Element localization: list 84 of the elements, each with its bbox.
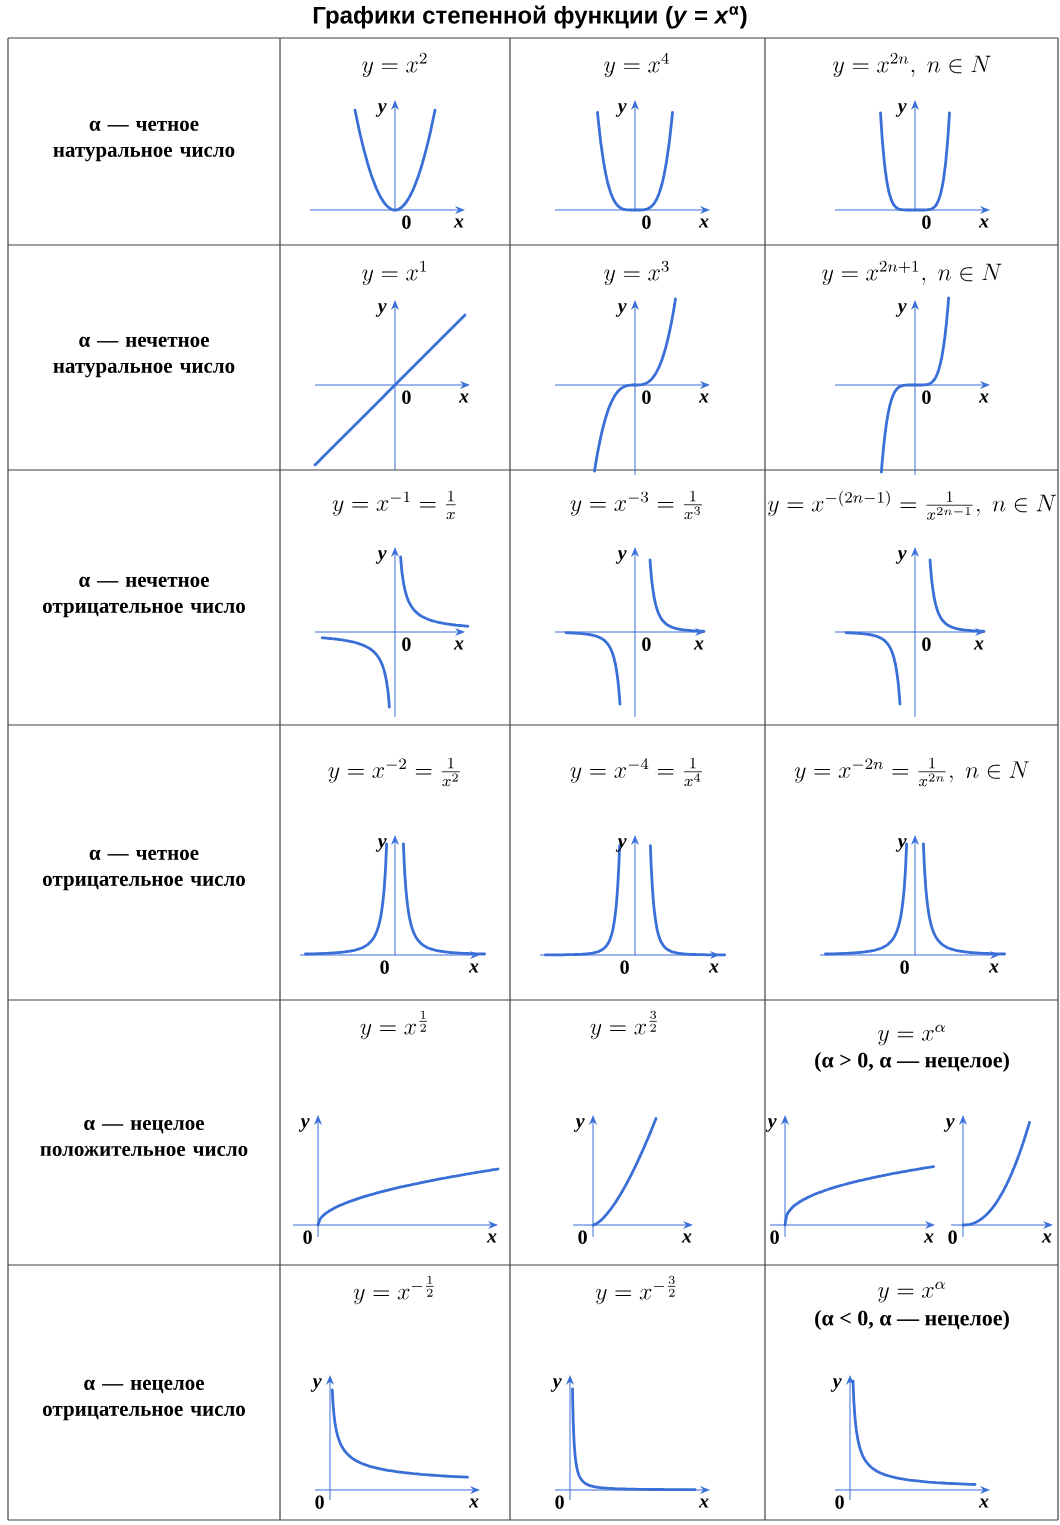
formula: $y = x^{-2n} = \frac{1}{x^{2n}},\; n \in N$ xyxy=(794,757,1030,787)
axis-label: y xyxy=(310,1378,322,1392)
axis-label: y xyxy=(895,303,907,317)
formula: $y = x^{-3} = \frac{1}{x^{3}}$ xyxy=(570,490,702,520)
formula: $y = x^{1}$ xyxy=(362,260,427,286)
origin-label: 0 xyxy=(770,1230,779,1244)
axis-label: y xyxy=(375,550,387,564)
axis-label: y xyxy=(573,1118,585,1132)
origin-label: 0 xyxy=(922,390,931,404)
formula: $y = x^{\frac{3}{2}}$ xyxy=(590,1010,657,1040)
axis-label: x xyxy=(978,1498,989,1508)
axis-label: x xyxy=(988,963,999,973)
axis-label: x xyxy=(978,393,989,403)
formula: $y = x^{-2} = \frac{1}{x^{2}}$ xyxy=(328,757,460,787)
row-label: α — нечетное натуральное число xyxy=(53,336,235,378)
axis-label: y xyxy=(765,1118,777,1132)
axis-label: x xyxy=(453,640,464,650)
axis-label: y xyxy=(895,550,907,564)
axis-label: x xyxy=(923,1233,934,1243)
axis-label: x xyxy=(698,393,709,403)
axis-label: y xyxy=(895,103,907,117)
title: Графики степенной функции (y = x$^{α}$) xyxy=(313,5,747,29)
origin-label: 0 xyxy=(402,637,411,651)
axis-label: x xyxy=(698,218,709,228)
axis-label: y xyxy=(298,1118,310,1132)
axis-label: y xyxy=(830,1378,842,1392)
formula: $y = x^{2n+1},\; n \in N$ xyxy=(822,260,1002,286)
formula: $y = x^{-1} = \frac{1}{x}$ xyxy=(332,490,456,520)
axis-label: y xyxy=(615,103,627,117)
origin-label: 0 xyxy=(900,960,909,974)
origin-label: 0 xyxy=(620,960,629,974)
origin-label: 0 xyxy=(642,215,651,229)
axis-label: x xyxy=(468,963,479,973)
axis-label: y xyxy=(615,550,627,564)
formula: $y = x^{2n},\; n \in N$ xyxy=(833,52,991,78)
formula: $y = x^{-\frac{1}{2}}$ xyxy=(353,1275,434,1305)
origin-label: 0 xyxy=(922,215,931,229)
formula: $y = x^{2}$ xyxy=(362,52,427,78)
axis-label: y xyxy=(375,303,387,317)
row-label: α — нечетное отрицательное число xyxy=(43,576,245,618)
origin-label: 0 xyxy=(835,1495,844,1509)
origin-label: 0 xyxy=(922,637,931,651)
axis-label: y xyxy=(895,838,907,852)
origin-label: 0 xyxy=(555,1495,564,1509)
axis-label: y xyxy=(615,838,627,852)
axis-label: x xyxy=(708,963,719,973)
row-label: α — четное натуральное число xyxy=(53,120,235,162)
origin-label: 0 xyxy=(578,1230,587,1244)
origin-label: 0 xyxy=(948,1230,957,1244)
formula: $y = x^{\alpha}$ xyxy=(878,1281,945,1303)
formula: $y = x^{4}$ xyxy=(604,52,669,78)
axis-label: y xyxy=(943,1118,955,1132)
formula: $y = x^{-(2n-1)} = \frac{1}{x^{2n-1}},\; n \in N$ xyxy=(767,490,1057,520)
axis-label: x xyxy=(973,640,984,650)
axis-label: y xyxy=(375,838,387,852)
row-label: α — нецелое положительное число xyxy=(40,1120,248,1157)
row-label: α — нецелое отрицательное число xyxy=(43,1379,245,1421)
axis-label: y xyxy=(375,103,387,117)
axis-label: x xyxy=(453,218,464,228)
axis-label: y xyxy=(550,1378,562,1392)
axis-label: y xyxy=(615,303,627,317)
axis-label: x xyxy=(486,1233,497,1243)
origin-label: 0 xyxy=(642,637,651,651)
axis-label: x xyxy=(978,218,989,228)
formula: $y = x^{\frac{1}{2}}$ xyxy=(360,1010,427,1040)
formula: $y = x^{3}$ xyxy=(604,260,669,286)
condition-text: (α < 0, α — нецелое) xyxy=(815,1310,1009,1330)
formula: $y = x^{-\frac{3}{2}}$ xyxy=(595,1275,676,1305)
axis-label: x xyxy=(681,1233,692,1243)
axis-label: x xyxy=(458,393,469,403)
row-label: α — четное отрицательное число xyxy=(43,849,245,891)
origin-label: 0 xyxy=(402,390,411,404)
formula: $y = x^{-4} = \frac{1}{x^{4}}$ xyxy=(570,757,702,787)
origin-label: 0 xyxy=(402,215,411,229)
formula: $y = x^{\alpha}$ xyxy=(878,1024,945,1046)
axis-label: x xyxy=(693,640,704,650)
origin-label: 0 xyxy=(315,1495,324,1509)
condition-text: (α > 0, α — нецелое) xyxy=(815,1052,1009,1072)
origin-label: 0 xyxy=(380,960,389,974)
origin-label: 0 xyxy=(303,1230,312,1244)
axis-label: x xyxy=(1041,1233,1052,1243)
origin-label: 0 xyxy=(642,390,651,404)
axis-label: x xyxy=(468,1498,479,1508)
axis-label: x xyxy=(698,1498,709,1508)
